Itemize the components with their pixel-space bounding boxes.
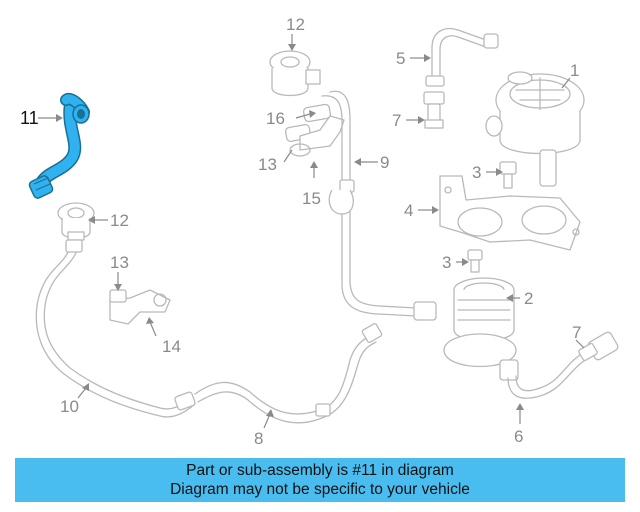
callout-9[interactable]: 9 [380,153,389,172]
hose-part-6 [507,345,597,399]
callout-3-upper[interactable]: 3 [472,163,481,182]
callout-5[interactable]: 5 [396,49,405,68]
leader-lines [38,34,585,429]
callout-12-upper[interactable]: 12 [286,15,305,34]
callout-13-upper[interactable]: 13 [258,155,277,174]
callout-2[interactable]: 2 [524,289,533,308]
hose-part-9 [321,90,437,321]
banner-line-disclaimer: Diagram may not be specific to your vehi… [170,481,470,498]
hose-part-11-highlighted[interactable] [28,93,90,199]
flange-parts-13-15-16 [284,103,345,157]
banner-line-part-number: Part or sub-assembly is #11 in diagram [186,462,454,479]
callout-8[interactable]: 8 [254,429,263,448]
parts-diagram: 11 12 12 16 13 15 9 5 7 1 3 4 3 2 7 6 8 … [20,15,619,448]
callout-7-upper[interactable]: 7 [392,111,401,130]
air-pump-part-1 [485,71,585,187]
callout-11[interactable]: 11 [20,108,39,128]
air-pump-part-2 [443,277,519,381]
callout-7-lower[interactable]: 7 [572,323,581,342]
pipe-part-5 [425,27,499,87]
callout-3-lower[interactable]: 3 [442,253,451,272]
callout-1[interactable]: 1 [570,61,579,80]
callout-4[interactable]: 4 [404,201,413,220]
callout-labels: 11 12 12 16 13 15 9 5 7 1 3 4 3 2 7 6 8 … [20,15,581,448]
valve-part-12-upper [269,50,321,97]
callout-15[interactable]: 15 [302,189,321,208]
fastener-part-3-lower [467,249,483,273]
hose-part-8 [194,323,383,424]
callout-14[interactable]: 14 [162,337,181,356]
bracket-part-4 [439,175,581,251]
fastener-part-3-upper [499,161,517,189]
valve-part-12-lower [57,202,95,241]
callout-16[interactable]: 16 [266,109,285,128]
callout-13-lower[interactable]: 13 [110,253,129,272]
callout-10[interactable]: 10 [60,397,79,416]
sensor-part-7-lower [578,331,619,362]
callout-12-lower[interactable]: 12 [110,211,129,230]
callout-6[interactable]: 6 [514,427,523,446]
info-banner: Part or sub-assembly is #11 in diagram D… [15,458,625,502]
sensor-part-7-upper [423,91,445,129]
hose-part-10 [35,239,196,418]
pipe-part-14 [109,289,171,325]
